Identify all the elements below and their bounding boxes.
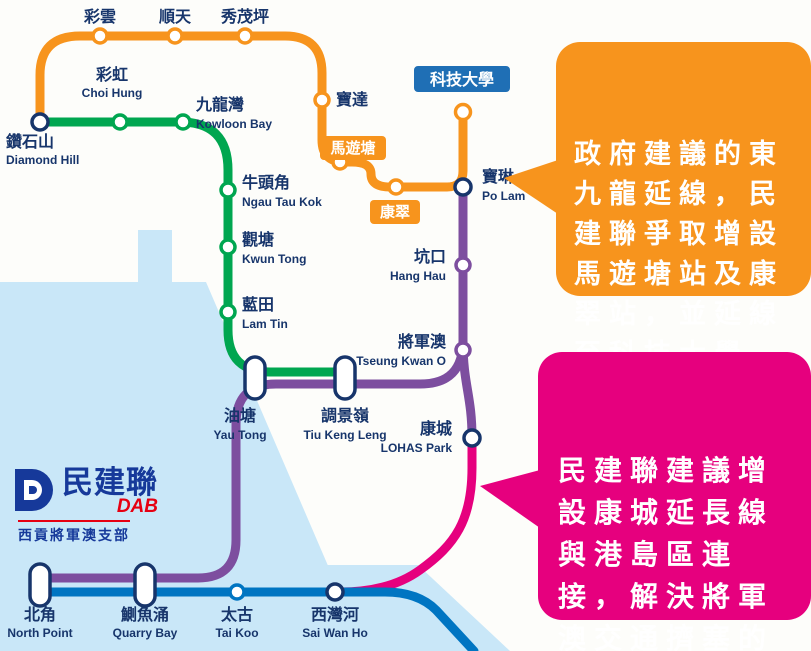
station-label-quarry-bay-en: Quarry Bay bbox=[113, 626, 178, 640]
station-label-tai-koo-zh: 太古 bbox=[220, 605, 253, 624]
station-label-kowloon-bay-en: Kowloon Bay bbox=[196, 117, 272, 131]
station-label-quarry-bay-zh: 鰂魚涌 bbox=[120, 605, 169, 624]
station-label-lam-tin-zh: 藍田 bbox=[242, 295, 274, 314]
station-label-tai-koo-en: Tai Koo bbox=[215, 626, 258, 640]
station-dot-kowloon-bay bbox=[174, 113, 192, 131]
station-label-shun-tin: 順天 bbox=[158, 8, 192, 26]
station-label-lohas-park-en: LOHAS Park bbox=[381, 441, 453, 455]
line-island bbox=[31, 587, 479, 651]
station-dot-lam-tin bbox=[219, 303, 237, 321]
station-label-yau-tong-zh: 油塘 bbox=[224, 406, 256, 425]
station-dot-shun-tin bbox=[166, 27, 184, 45]
station-label-diamond-hill-zh: 鑽石山 bbox=[6, 132, 54, 151]
station-dot-po-lam bbox=[453, 177, 473, 197]
station-label-hang-hau-en: Hang Hau bbox=[390, 269, 446, 283]
station-label-tseung-kwan-o-en: Tseung Kwan O bbox=[356, 354, 446, 368]
bubble-lohas-tail bbox=[480, 470, 540, 528]
station-label-yau-tong-en: Yau Tong bbox=[213, 428, 266, 442]
bubble-lohas-text: 民建聯建議增 設康城延長線 與港島區連 接，解決將軍 澳交通擠塞的 問題。 bbox=[558, 455, 775, 651]
badge-hong-chui bbox=[370, 200, 420, 224]
station-label-tiu-keng-leng-en: Tiu Keng Leng bbox=[303, 428, 386, 442]
station-marker-yau-tong bbox=[243, 355, 267, 401]
water-shape-harbour bbox=[0, 230, 332, 600]
station-label-ngau-tau-kok-zh: 牛頭角 bbox=[242, 173, 290, 192]
station-marker-quarry-bay bbox=[133, 562, 157, 608]
dab-logo-d-icon bbox=[15, 469, 53, 511]
dab-org-abbr: DAB bbox=[116, 496, 158, 517]
station-label-sau-mau-ping: 秀茂坪 bbox=[220, 7, 269, 26]
station-label-kowloon-bay-zh: 九龍灣 bbox=[195, 95, 244, 114]
station-label-ngau-tau-kok-en: Ngau Tau Kok bbox=[242, 195, 322, 209]
station-dot-tseung-kwan-o bbox=[454, 341, 472, 359]
dab-org-name: 民建聯 bbox=[62, 465, 158, 500]
bubble-east-kowloon-text: 政府建議的東 九龍延線，民 建聯爭取增設 馬遊塘站及康 翠站，並延線 至科技大學… bbox=[574, 139, 784, 369]
station-dot-diamond-hill bbox=[30, 112, 50, 132]
station-label-sai-wan-ho-zh: 西灣河 bbox=[311, 605, 359, 624]
station-dot-kwun-tong bbox=[219, 238, 237, 256]
station-label-po-tat: 寶達 bbox=[336, 90, 368, 109]
station-label-lam-tin-en: Lam Tin bbox=[242, 317, 288, 331]
badge-ma-yau-tong bbox=[320, 136, 386, 160]
station-label-kwun-tong-zh: 觀塘 bbox=[242, 230, 274, 249]
dab-branch-name: 西貢將軍澳支部 bbox=[18, 520, 130, 545]
station-marker-tiu-keng-leng bbox=[333, 355, 357, 401]
station-label-north-point-zh: 北角 bbox=[24, 605, 56, 624]
bubble-lohas: 民建聯建議增 設康城延長線 與港島區連 接，解決將軍 澳交通擠塞的 問題。 bbox=[480, 352, 811, 651]
station-label-tech-university: 科技大學 bbox=[430, 70, 494, 89]
dab-logo: 民建聯 DAB 西貢將軍澳支部 bbox=[12, 466, 187, 545]
station-dot-sai-wan-ho bbox=[325, 582, 345, 602]
station-label-kwun-tong-en: Kwun Tong bbox=[242, 252, 306, 266]
station-label-diamond-hill-en: Diamond Hill bbox=[6, 153, 79, 167]
station-label-lohas-park-zh: 康城 bbox=[420, 419, 452, 438]
station-label-choi-wan: 彩雲 bbox=[83, 8, 116, 26]
bubble-east-kowloon: 政府建議的東 九龍延線，民 建聯爭取增設 馬遊塘站及康 翠站，並延線 至科技大學… bbox=[504, 42, 811, 369]
station-dot-choi-hung bbox=[111, 113, 129, 131]
bubble-east-kowloon-tail bbox=[504, 160, 558, 214]
station-dot-tai-koo bbox=[228, 583, 246, 601]
station-label-ma-yau-tong: 馬遊塘 bbox=[330, 139, 375, 157]
station-dot-lohas-park bbox=[462, 428, 482, 448]
station-dot-choi-wan bbox=[91, 27, 109, 45]
station-dot-tech-university bbox=[453, 102, 473, 122]
station-label-north-point-en: North Point bbox=[7, 626, 72, 640]
station-dot-ngau-tau-kok bbox=[219, 181, 237, 199]
station-label-hong-chui: 康翠 bbox=[380, 203, 410, 221]
station-label-hang-hau-zh: 坑口 bbox=[414, 247, 446, 266]
station-label-tseung-kwan-o-zh: 將軍澳 bbox=[398, 332, 447, 351]
station-dot-sau-mau-ping bbox=[236, 27, 254, 45]
station-label-sai-wan-ho-en: Sai Wan Ho bbox=[302, 626, 368, 640]
station-label-choi-hung-en: Choi Hung bbox=[82, 86, 143, 100]
station-label-choi-hung-zh: 彩虹 bbox=[95, 65, 128, 84]
station-dot-hang-hau bbox=[454, 256, 472, 274]
station-label-tiu-keng-leng-zh: 調景嶺 bbox=[321, 406, 369, 425]
line-proposed-east-kowloon bbox=[35, 31, 468, 192]
station-dot-hong-chui bbox=[387, 178, 405, 196]
badge-tech-university bbox=[414, 66, 510, 92]
station-dot-po-tat bbox=[313, 91, 331, 109]
station-marker-north-point bbox=[28, 562, 52, 608]
